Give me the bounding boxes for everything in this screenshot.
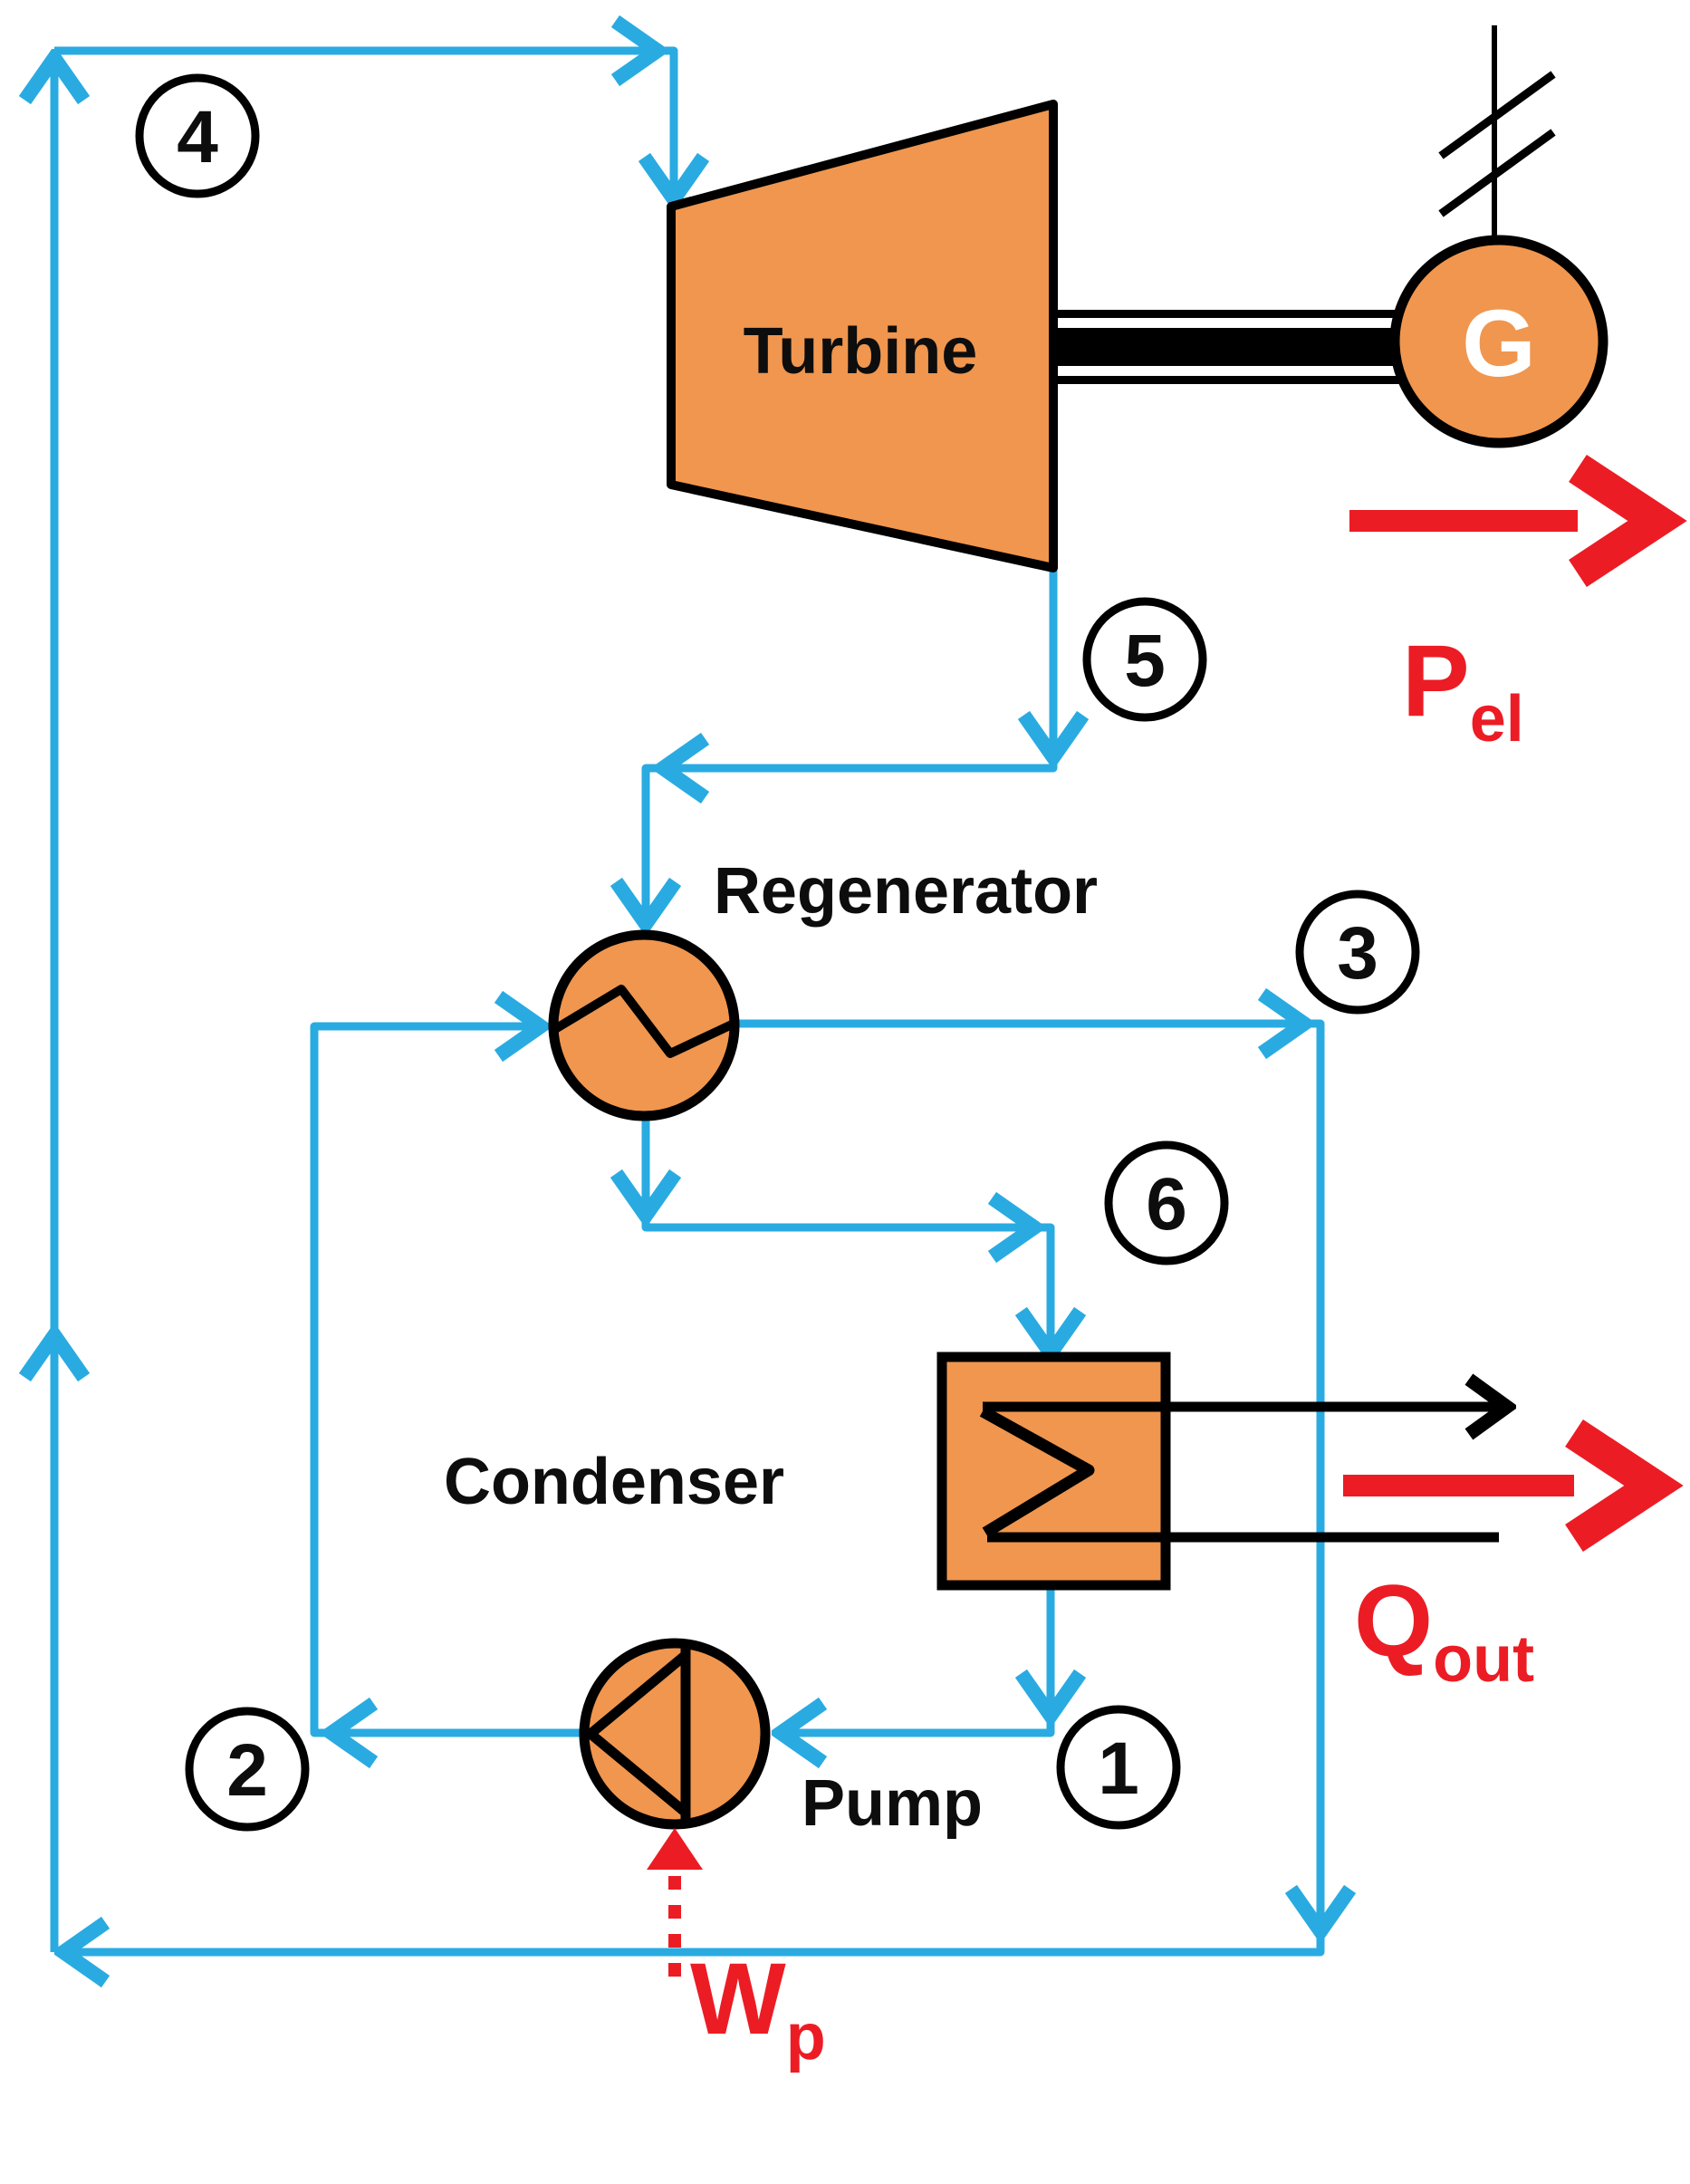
state-point-6-circle xyxy=(1104,1140,1229,1265)
state-point-5-circle xyxy=(1082,597,1207,722)
cooling-water-lines xyxy=(983,1407,1503,1543)
pel-label-main: P xyxy=(1402,624,1470,737)
heat-exchanger-zigzag-icon xyxy=(552,985,735,1058)
state-point-6: 6 xyxy=(1104,1140,1229,1265)
regenerator-label: Regenerator xyxy=(714,855,1098,928)
generator-circle xyxy=(1389,235,1608,448)
turbine-generator-shaft xyxy=(1053,310,1399,384)
qout-label-sub: out xyxy=(1433,1623,1534,1696)
state-point-3-circle xyxy=(1295,890,1420,1015)
state-point-5: 5 xyxy=(1082,597,1207,722)
state-point-2: 2 xyxy=(185,1707,310,1832)
state-point-2-label: 2 xyxy=(226,1729,268,1812)
pump-work-arrow xyxy=(647,1828,703,1977)
state-point-2-circle xyxy=(185,1707,310,1832)
state-point-4-circle xyxy=(135,73,260,198)
qout-label: Qout xyxy=(1354,1564,1534,1696)
wp-label-sub: p xyxy=(786,2001,826,2073)
state-point-1-circle xyxy=(1056,1705,1181,1830)
generator-label: G xyxy=(1462,291,1536,397)
state-point-4: 4 xyxy=(135,73,260,198)
pump-circle xyxy=(579,1638,771,1830)
grid-connection-icon xyxy=(1438,25,1556,237)
pel-label-sub: el xyxy=(1470,683,1524,755)
condenser-rect xyxy=(936,1352,1171,1591)
wp-label-main: W xyxy=(690,1942,786,2055)
condenser-label: Condenser xyxy=(444,1446,784,1518)
pel-label: Pel xyxy=(1402,624,1524,755)
pump-triangle-icon xyxy=(585,1646,691,1822)
turbine-shape xyxy=(667,100,1058,572)
state-point-3-label: 3 xyxy=(1337,912,1378,995)
state-point-1: 1 xyxy=(1056,1705,1181,1830)
state-point-4-label: 4 xyxy=(177,96,218,178)
state-point-3: 3 xyxy=(1295,890,1420,1015)
state-point-1-label: 1 xyxy=(1098,1727,1139,1810)
condenser-coil-icon xyxy=(979,1406,1095,1538)
state-point-5-label: 5 xyxy=(1124,620,1166,702)
state-point-6-label: 6 xyxy=(1146,1163,1187,1246)
pump-label: Pump xyxy=(802,1767,983,1840)
pipe-regenerator-to-condenser xyxy=(641,1116,1051,1350)
pipe-condenser-to-pump xyxy=(784,1587,1055,1733)
turbine-label: Turbine xyxy=(744,315,978,388)
heat-rejected-arrow xyxy=(1343,1419,1684,1553)
wp-label: Wp xyxy=(690,1942,826,2073)
pipe-pump-to-regenerator xyxy=(310,1026,580,1737)
qout-label-main: Q xyxy=(1354,1564,1433,1678)
electric-power-arrow xyxy=(1349,454,1687,588)
